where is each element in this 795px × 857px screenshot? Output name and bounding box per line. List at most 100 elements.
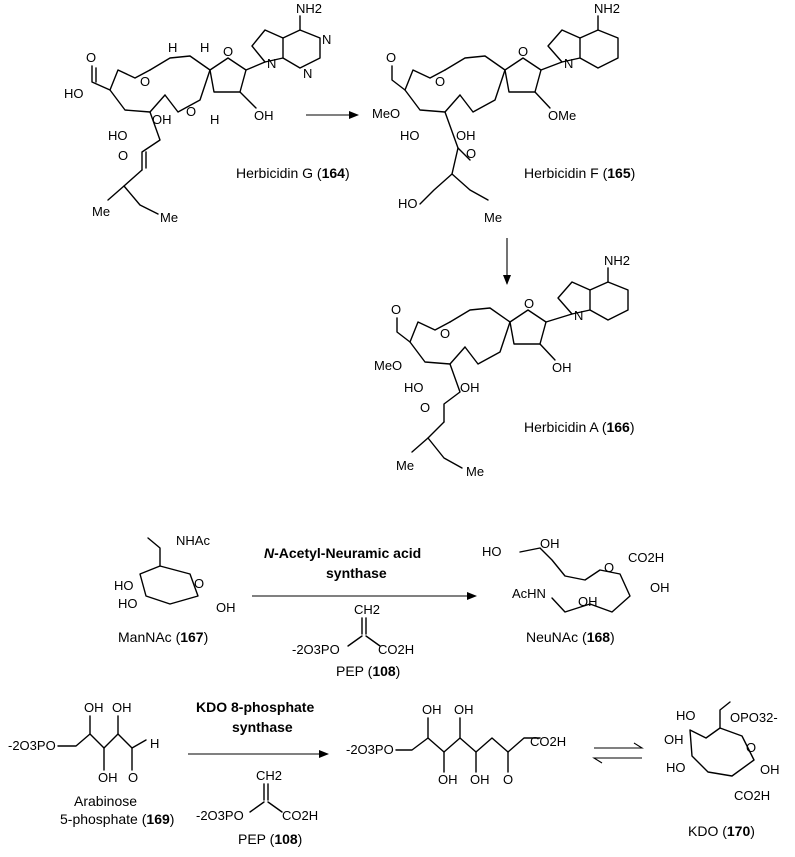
me-label: Me: [466, 464, 484, 479]
phosphate-label: -2O3PO: [346, 742, 394, 757]
pep-structure: CH2 -2O3PO CO2H: [292, 602, 414, 657]
o-furan-label: O: [518, 44, 528, 59]
nh2-label: NH2: [604, 253, 630, 268]
o-label: O: [391, 302, 401, 317]
oh-label: OH: [578, 594, 598, 609]
o-ketone-label: O: [466, 146, 476, 161]
co2h-label: CO2H: [282, 808, 318, 823]
herbicidin-a-structure: NH2 N O OH O O MeO HO OH O Me Me: [374, 253, 630, 479]
nh2-label: NH2: [594, 1, 620, 16]
o-label: O: [128, 770, 138, 785]
oh-label: OH: [216, 600, 236, 615]
o-ketone-label: O: [420, 400, 430, 415]
oh-label: OH: [152, 112, 172, 127]
o-ketone-label: O: [118, 148, 128, 163]
ho-label: HO: [108, 128, 128, 143]
o-ring-label: O: [140, 74, 150, 89]
kdo-structure: HO OPO32- OH O HO OH CO2H: [664, 701, 780, 803]
meo-label: MeO: [372, 106, 400, 121]
o-label: O: [86, 50, 96, 65]
kdo-synthase-label-2: synthase: [232, 719, 293, 735]
oh-label: OH: [650, 580, 670, 595]
phosphate-label: -2O3PO: [196, 808, 244, 823]
oh-label: OH: [438, 772, 458, 787]
o-ring-label: O: [440, 326, 450, 341]
arabinose-label-1: Arabinose: [74, 793, 137, 809]
me-label: Me: [160, 210, 178, 225]
h-label: H: [150, 736, 159, 751]
n3-label: N: [303, 66, 312, 81]
neunac-structure: HO OH O CO2H OH AcHN OH: [482, 536, 670, 613]
ho-label: HO: [400, 128, 420, 143]
oh-label: OH: [112, 700, 132, 715]
h-label: H: [168, 40, 177, 55]
oh-label: OH: [552, 360, 572, 375]
o-ketone-label: O: [503, 772, 513, 787]
nh2-label: NH2: [296, 1, 322, 16]
o-furan-label: O: [524, 296, 534, 311]
ho-label: HO: [64, 86, 84, 101]
mannac-label: ManNAc (167): [118, 629, 208, 645]
herbicidin-g-label: Herbicidin G (164): [236, 165, 350, 181]
arabinose-5-phosphate-structure: -2O3PO OH OH OH O H: [8, 700, 159, 785]
opo3-label: OPO32-: [730, 710, 778, 725]
oh-label: OH: [254, 108, 274, 123]
arabinose-label-2: 5-phosphate (169): [60, 811, 174, 827]
oh-label: OH: [98, 770, 118, 785]
herbicidin-a-label: Herbicidin A (166): [524, 419, 635, 435]
n9-label: N: [574, 308, 583, 323]
oh-label: OH: [456, 128, 476, 143]
oh-label: OH: [84, 700, 104, 715]
ho-label: HO: [398, 196, 418, 211]
co2h-label: CO2H: [628, 550, 664, 565]
o-ring-label: O: [604, 560, 614, 575]
me-label: Me: [92, 204, 110, 219]
o-ring-label: O: [746, 740, 756, 755]
equilibrium-arrows: [592, 742, 644, 764]
o-label: O: [386, 50, 396, 65]
me-label: Me: [396, 458, 414, 473]
neu-synthase-label-2: synthase: [326, 565, 387, 581]
h-label: H: [210, 112, 219, 127]
n1-label: N: [322, 32, 331, 47]
n9-label: N: [564, 56, 573, 71]
o-ring-label: O: [435, 74, 445, 89]
pep-label: PEP (108): [336, 663, 400, 679]
herbicidin-g-structure: NH2 N N N O H OH H O O H O HO HO OH O Me…: [64, 1, 331, 225]
ho-label: HO: [666, 760, 686, 775]
phosphate-label: -2O3PO: [8, 738, 56, 753]
kdo-synthase-label: KDO 8-phosphate: [196, 699, 314, 715]
ho-label: HO: [118, 596, 138, 611]
o-furan-label: O: [223, 44, 233, 59]
oh-label: OH: [760, 762, 780, 777]
ho-label: HO: [114, 578, 134, 593]
pep-label-2: PEP (108): [238, 831, 302, 847]
herbicidin-f-structure: NH2 N O OMe O O MeO HO OH O HO Me: [372, 1, 620, 225]
co2h-label: CO2H: [378, 642, 414, 657]
phosphate-label: -2O3PO: [292, 642, 340, 657]
me-label: Me: [484, 210, 502, 225]
o-ring2-label: O: [186, 104, 196, 119]
oh-label: OH: [454, 702, 474, 717]
oh-label: OH: [540, 536, 560, 551]
o-ring-label: O: [194, 576, 204, 591]
achn-label: AcHN: [512, 586, 546, 601]
neunac-label: NeuNAc (168): [526, 629, 615, 645]
h-label: H: [200, 40, 209, 55]
ch2-label: CH2: [354, 602, 380, 617]
oh-label: OH: [664, 732, 684, 747]
neu-synthase-label: N-Acetyl-Neuramic acid: [264, 545, 421, 561]
herbicidin-f-label: Herbicidin F (165): [524, 165, 635, 181]
nhac-label: NHAc: [176, 533, 210, 548]
kdo8p-open-chain-structure: -2O3PO OH OH OH OH O CO2H: [346, 702, 566, 787]
kdo-label: KDO (170): [688, 823, 755, 839]
n9-label: N: [267, 56, 276, 71]
ho-label: HO: [404, 380, 424, 395]
co2h-label: CO2H: [530, 734, 566, 749]
mannac-structure: NHAc O OH HO HO: [114, 533, 236, 615]
oh-label: OH: [422, 702, 442, 717]
oh-label: OH: [470, 772, 490, 787]
pep-structure-2: CH2 -2O3PO CO2H: [196, 768, 318, 823]
meo-label: MeO: [374, 358, 402, 373]
